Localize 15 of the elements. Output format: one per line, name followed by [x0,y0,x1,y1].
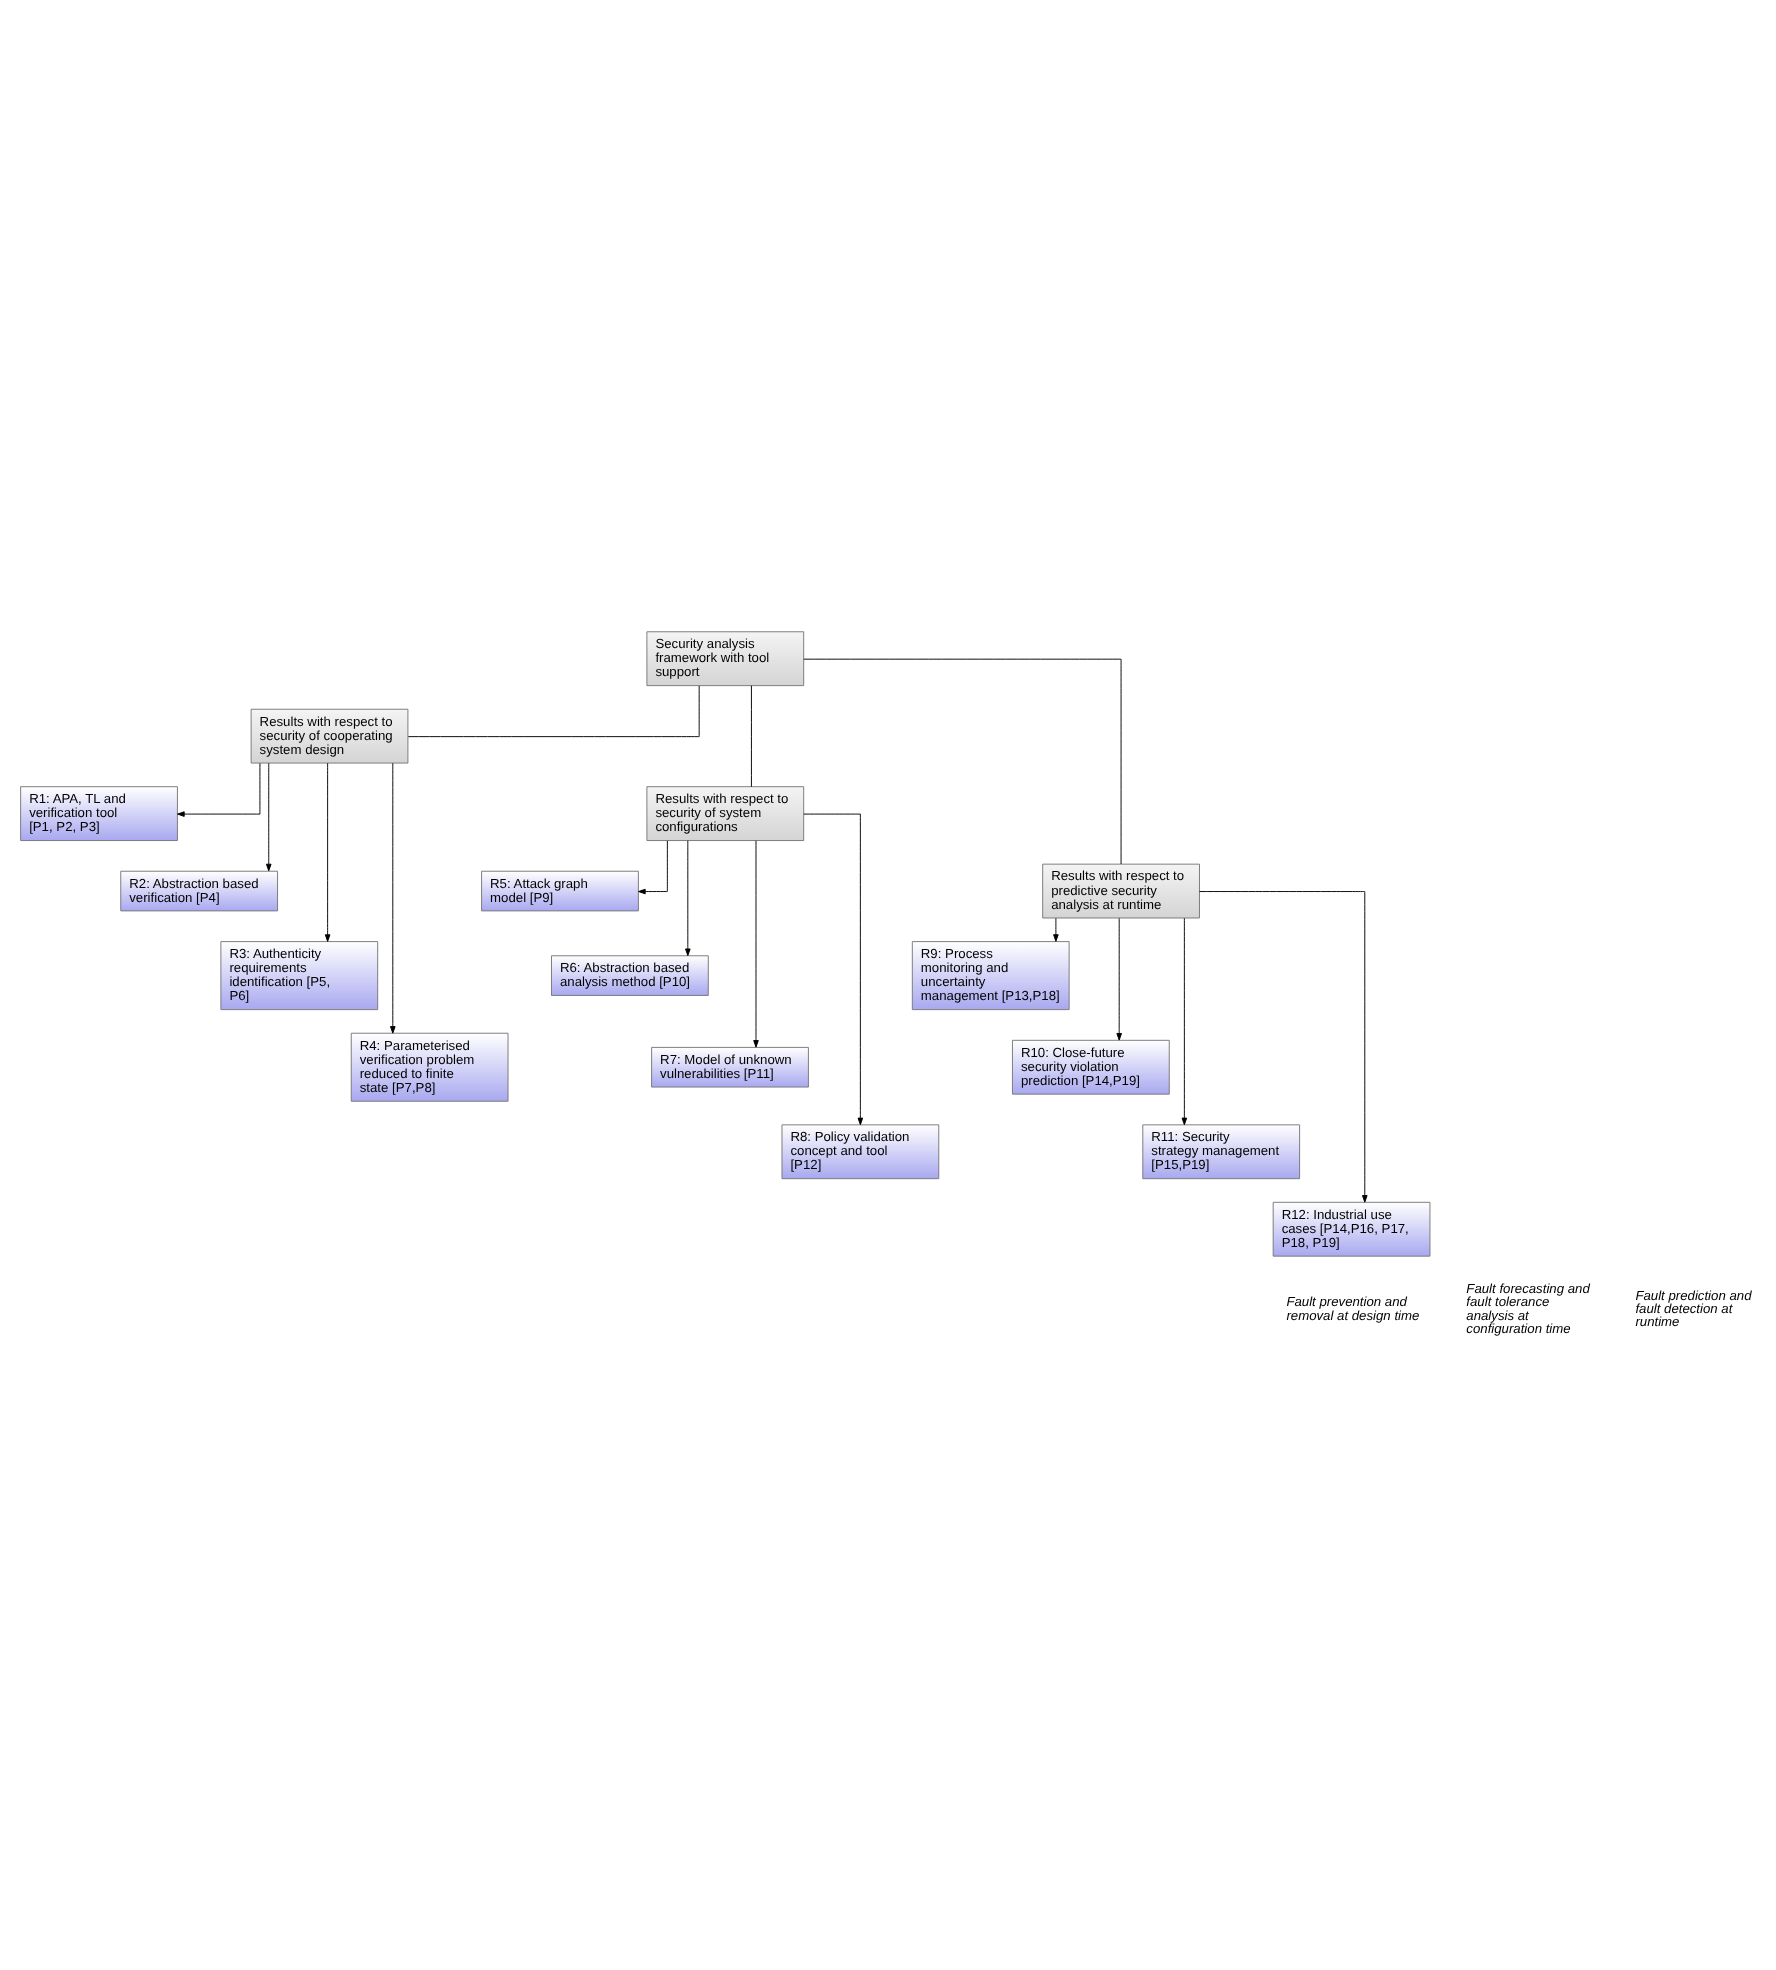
arrow [265,761,272,871]
arrow [753,839,759,1047]
arrow [803,812,864,1125]
arrow [390,761,396,1033]
arrow [638,839,668,894]
arrow [1181,916,1188,1125]
connector [750,684,752,787]
arrow [1116,916,1122,1040]
arrow [1199,890,1368,1202]
arrow [1053,916,1059,941]
arrow [685,839,691,956]
arrow [177,761,261,816]
connector [803,657,1122,864]
arrow [324,761,331,941]
connector [407,684,700,737]
